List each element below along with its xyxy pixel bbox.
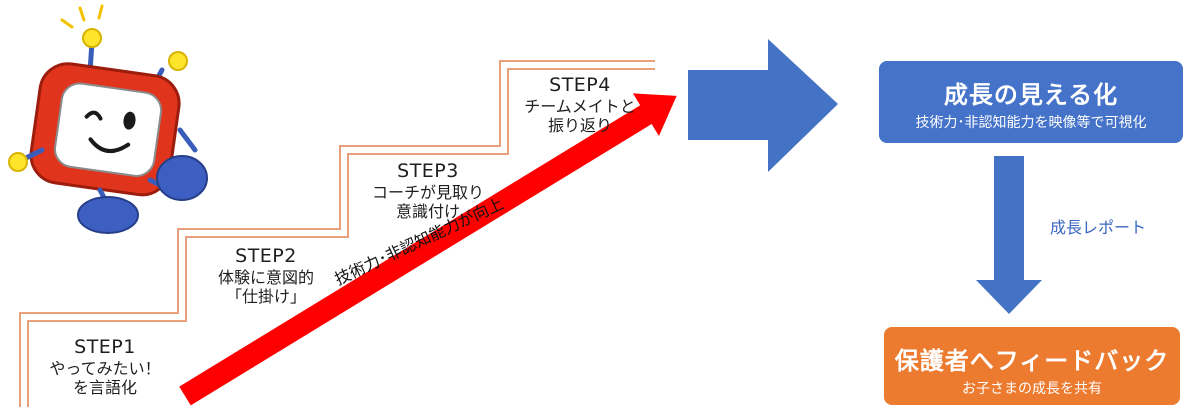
step1-label: STEP1 やってみたい！ を言語化 <box>30 336 180 397</box>
step2-line1: 体験に意図的 <box>217 267 314 287</box>
step3-label: STEP3 コーチが見取り 意識付け <box>348 160 508 221</box>
feedback-subtitle: お子さまの成長を共有 <box>962 381 1102 397</box>
feedback-title: 保護者へフィードバック <box>894 347 1170 375</box>
step2-line2: 「仕掛け」 <box>225 286 306 306</box>
step4-label: STEP4 チームメイトと 振り返り <box>505 74 655 135</box>
feedback-box: 保護者へフィードバック お子さまの成長を共有 <box>884 327 1180 405</box>
step4-line1: チームメイトと <box>524 96 636 116</box>
step2-label: STEP2 体験に意図的 「仕掛け」 <box>186 245 346 306</box>
stair-outline-inner <box>27 68 655 407</box>
visualization-title: 成長の見える化 <box>943 81 1119 109</box>
step3-line1: コーチが見取り <box>371 182 484 202</box>
step4-line2: 振り返り <box>547 115 612 135</box>
visualization-box: 成長の見える化 技術力･非認知能力を映像等で可視化 <box>879 61 1183 143</box>
step1-title: STEP1 <box>74 336 136 358</box>
visualization-subtitle: 技術力･非認知能力を映像等で可視化 <box>915 115 1147 131</box>
step4-title: STEP4 <box>549 74 611 96</box>
stair-outline-outer <box>19 60 655 407</box>
tv-mascot-icon <box>8 4 208 234</box>
growth-report-label: 成長レポート <box>1050 218 1147 237</box>
step1-line2: を言語化 <box>72 377 137 397</box>
step1-line1: やってみたい！ <box>49 358 161 378</box>
step3-line2: 意識付け <box>395 201 460 221</box>
step2-title: STEP2 <box>235 245 297 267</box>
step3-title: STEP3 <box>397 160 459 182</box>
